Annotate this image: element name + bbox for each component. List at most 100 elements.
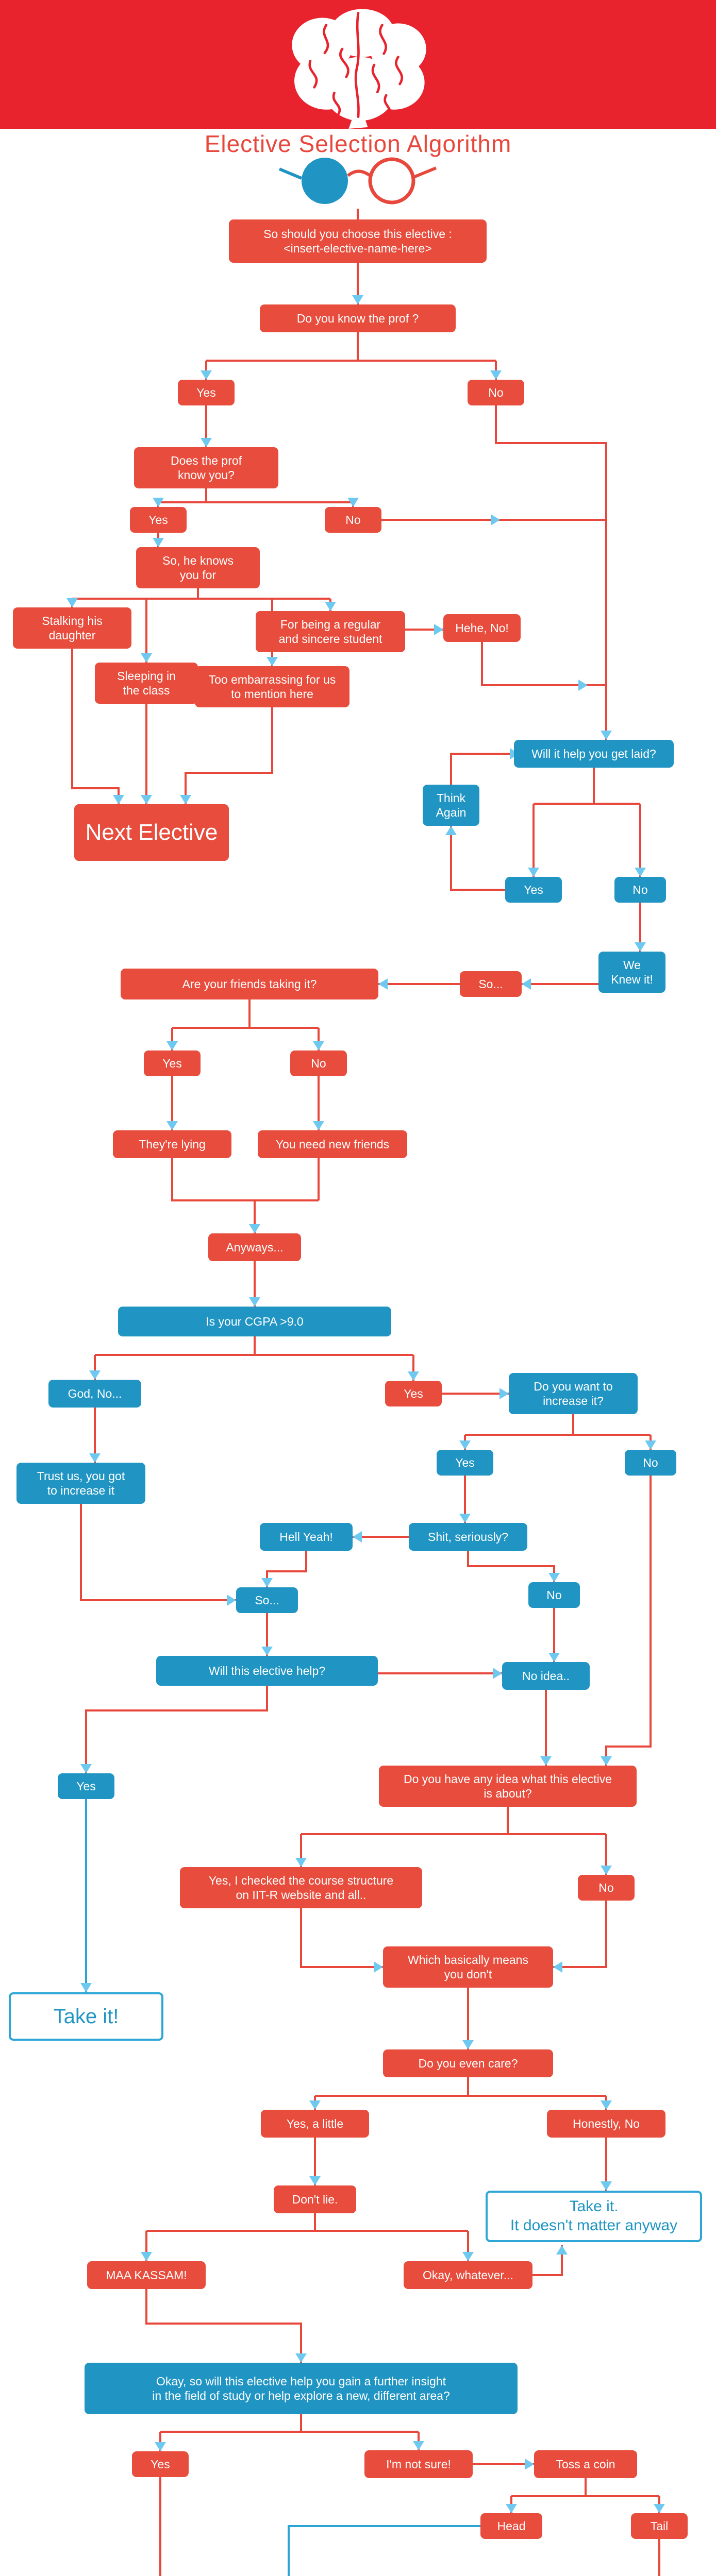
- node-question-prof-know-you: Does the prof know you?: [134, 447, 278, 488]
- node-im-not-sure: I'm not sure!: [364, 2450, 473, 2478]
- arrowhead-icon: [249, 1224, 260, 1233]
- arrowhead-icon: [295, 1858, 307, 1867]
- arrowhead-icon: [493, 1668, 502, 1679]
- node-anyways: Anyways...: [208, 1233, 301, 1261]
- arrowhead-icon: [227, 1595, 236, 1606]
- node-shit-seriously: Shit, seriously?: [409, 1523, 527, 1551]
- arrowhead-icon: [352, 295, 363, 304]
- node-answer-yes-increase: Yes: [437, 1450, 493, 1476]
- node-take-it-1: Take it!: [9, 1992, 163, 2041]
- node-question-increase-cgpa: Do you want to increase it?: [509, 1373, 638, 1414]
- arrowhead-icon: [654, 2504, 665, 2513]
- arrowhead-icon: [499, 1388, 509, 1399]
- node-honestly-no: Honestly, No: [547, 2110, 665, 2138]
- arrowhead-icon: [80, 1983, 92, 1992]
- node-answer-yes-friends: Yes: [144, 1050, 201, 1076]
- node-maa-kassam: MAA KASSAM!: [87, 2261, 206, 2289]
- node-theyre-lying: They're lying: [113, 1130, 231, 1158]
- arrowhead-icon: [378, 978, 388, 990]
- node-question-friends-taking: Are your friends taking it?: [121, 969, 378, 999]
- node-answer-no-increase: No: [625, 1450, 676, 1476]
- node-question-even-care: Do you even care?: [383, 2049, 553, 2077]
- node-answer-yes-help: Yes: [58, 1773, 114, 1799]
- arrowhead-icon: [201, 370, 212, 380]
- node-question-cgpa: Is your CGPA >9.0: [118, 1307, 391, 1336]
- arrowhead-icon: [408, 1371, 419, 1381]
- arrowhead-icon: [462, 2252, 474, 2261]
- node-head: Head: [480, 2513, 542, 2539]
- node-answer-yes-get-laid: Yes: [505, 877, 562, 903]
- node-think-again: Think Again: [423, 785, 479, 826]
- node-answer-no-get-laid: No: [614, 877, 666, 903]
- arrowhead-icon: [506, 2504, 517, 2513]
- arrowhead-icon: [153, 538, 164, 547]
- arrowhead-icon: [553, 1961, 562, 1973]
- arrowhead-icon: [313, 1041, 324, 1050]
- node-tail: Tail: [631, 2513, 688, 2539]
- arrowhead-icon: [601, 1756, 612, 1766]
- node-question-any-idea: Do you have any idea what this elective …: [379, 1766, 637, 1807]
- arrowhead-icon: [295, 2353, 307, 2363]
- arrowhead-icon: [313, 1121, 324, 1130]
- arrowhead-icon: [353, 1531, 362, 1543]
- arrowhead-icon: [141, 653, 152, 663]
- node-checked-course-structure: Yes, I checked the course structure on I…: [180, 1867, 422, 1908]
- node-need-new-friends: You need new friends: [258, 1130, 407, 1158]
- node-we-knew-it: We Knew it!: [598, 952, 665, 993]
- node-answer-no-seriously: No: [528, 1582, 580, 1608]
- arrowhead-icon: [540, 1756, 552, 1766]
- arrowhead-icon: [166, 1121, 178, 1130]
- node-next-elective-1: Next Elective: [74, 804, 229, 861]
- arrowhead-icon: [413, 2441, 424, 2450]
- arrowhead-icon: [491, 514, 500, 526]
- arrowhead-icon: [601, 2100, 612, 2110]
- node-hell-yeah: Hell Yeah!: [260, 1523, 353, 1551]
- header-banner: [0, 0, 716, 129]
- arrowhead-icon: [141, 2252, 152, 2261]
- node-knows-you-for: So, he knows you for: [136, 547, 260, 588]
- arrowhead-icon: [89, 1453, 101, 1463]
- node-answer-yes-insight: Yes: [132, 2451, 189, 2477]
- arrowhead-icon: [528, 868, 539, 877]
- arrowhead-icon: [445, 826, 457, 835]
- page-title: Elective Selection Algorithm: [204, 130, 512, 157]
- arrowhead-icon: [459, 1514, 471, 1523]
- right-lens-icon: [368, 157, 415, 205]
- arrowhead-icon: [462, 2040, 474, 2049]
- left-lens-icon: [301, 158, 348, 204]
- node-question-choose-elective: So should you choose this elective : <in…: [229, 219, 487, 263]
- node-answer-yes-know-prof: Yes: [178, 380, 235, 405]
- arrowhead-icon: [66, 598, 78, 607]
- arrowhead-icon: [548, 1653, 560, 1662]
- arrowhead-icon: [645, 1440, 656, 1450]
- node-answer-yes-prof-knows: Yes: [130, 507, 187, 533]
- node-regular-sincere-student: For being a regular and sincere student: [256, 611, 405, 652]
- node-so-2: So...: [236, 1587, 298, 1613]
- node-answer-yes-cgpa: Yes: [385, 1381, 442, 1406]
- arrowhead-icon: [459, 1440, 471, 1450]
- arrowhead-icon: [548, 1573, 560, 1582]
- node-answer-no-know-prof: No: [468, 380, 524, 405]
- arrowhead-icon: [267, 657, 278, 666]
- node-question-know-prof: Do you know the prof ?: [260, 304, 456, 332]
- arrowhead-icon: [166, 1041, 178, 1050]
- arrowhead-icon: [141, 795, 152, 804]
- node-basically-you-dont: Which basically means you don't: [383, 1946, 553, 1988]
- arrowhead-icon: [601, 1866, 612, 1875]
- arrowhead-icon: [89, 1370, 101, 1380]
- arrowhead-icon: [374, 1961, 383, 1973]
- node-trust-us-increase: Trust us, you got to increase it: [16, 1463, 145, 1504]
- arrowhead-icon: [601, 731, 612, 740]
- node-stalking-daughter: Stalking his daughter: [13, 607, 131, 649]
- node-question-further-insight: Okay, so will this elective help you gai…: [85, 2363, 518, 2414]
- node-dont-lie: Don't lie.: [274, 2185, 356, 2213]
- node-answer-no-idea: No: [578, 1875, 635, 1901]
- arrowhead-icon: [635, 868, 646, 877]
- arrowhead-icon: [434, 624, 443, 635]
- arrowhead-icon: [578, 680, 588, 691]
- node-answer-no-friends: No: [290, 1050, 347, 1076]
- arrowhead-icon: [113, 795, 124, 804]
- arrowhead-icon: [180, 795, 191, 804]
